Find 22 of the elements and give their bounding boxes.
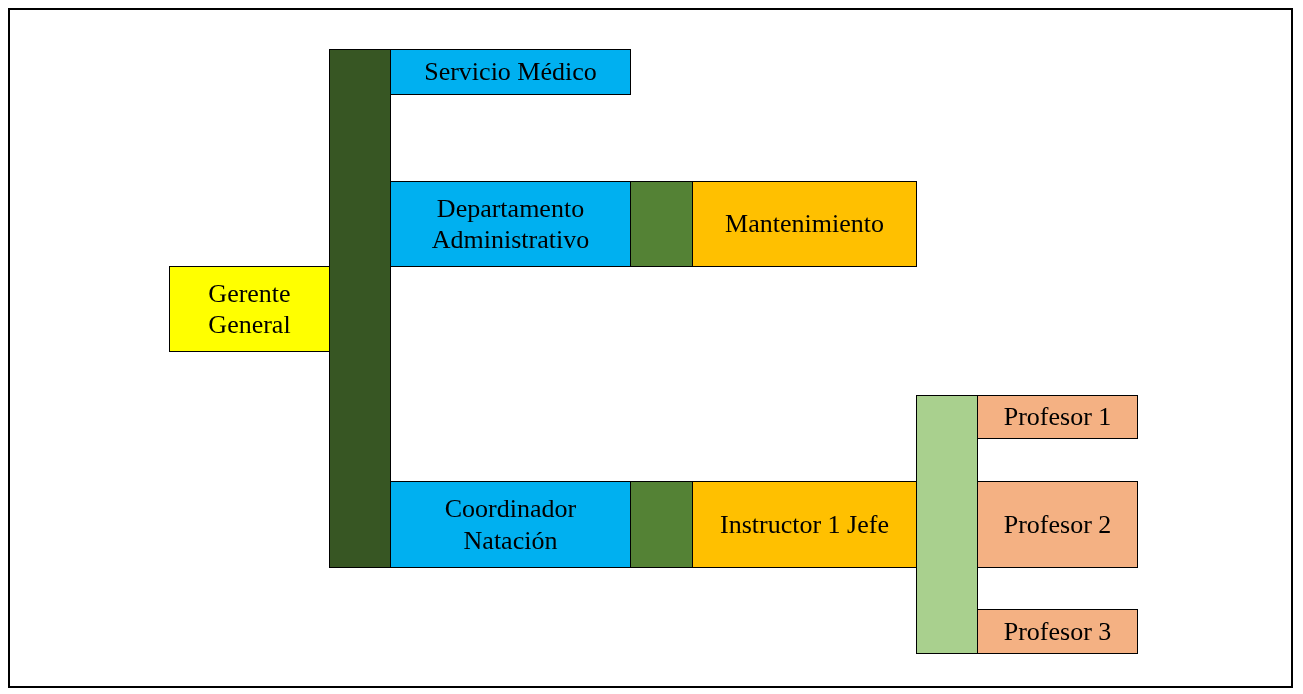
box-label: Profesor 2 — [1003, 508, 1112, 541]
box-label: Profesor 1 — [1003, 401, 1112, 433]
org-box — [977, 609, 1138, 654]
box-label: Mantenimiento — [725, 208, 884, 240]
box-label: Gerente General — [207, 277, 292, 341]
box-label: Instructor 1 Jefe — [720, 508, 889, 541]
box-label: Servicio Médico — [424, 56, 597, 88]
org-box — [977, 481, 1138, 568]
box-label: Departamento Administrativo — [430, 192, 591, 256]
connector-bar — [329, 49, 391, 568]
org-box — [169, 266, 330, 352]
connector-bar — [630, 481, 693, 568]
org-box — [390, 481, 631, 568]
box-label: Coordinador Natación — [443, 493, 578, 556]
org-box — [692, 481, 917, 568]
org-box — [390, 181, 631, 267]
connector-bar — [630, 181, 693, 267]
connector-bar — [916, 395, 978, 654]
org-box — [692, 181, 917, 267]
org-box — [390, 49, 631, 95]
box-label: Profesor 3 — [1003, 615, 1112, 648]
org-box — [977, 395, 1138, 439]
